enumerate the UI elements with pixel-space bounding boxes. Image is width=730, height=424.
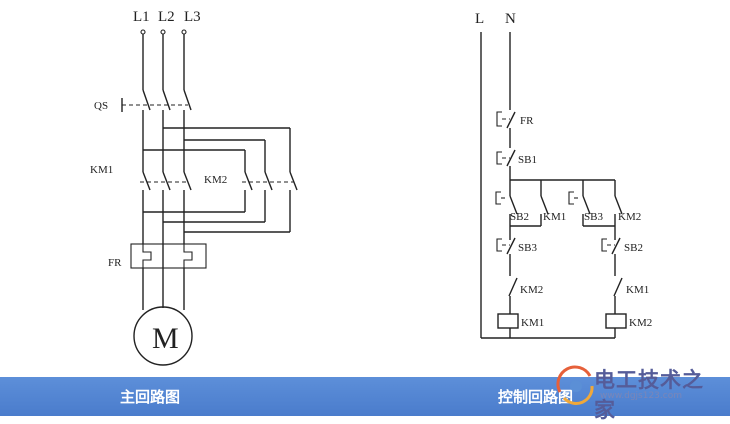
phase-label-l3: L3	[184, 9, 201, 25]
line-label-l: L	[475, 11, 484, 27]
km2-interlock-contact: KM2	[508, 277, 543, 314]
fr-overload-contact: FR	[496, 111, 534, 148]
sb2-interlock-contact: SB2	[601, 226, 643, 255]
watermark-url: www.dgjs123.com	[600, 391, 682, 401]
line-label-n: N	[505, 11, 516, 27]
km2-main-contacts	[242, 171, 298, 191]
qs-label: QS	[94, 100, 108, 112]
sb1-label: SB1	[518, 154, 537, 166]
phase-label-l1: L1	[133, 9, 150, 25]
km1-holding-contact: KM1	[540, 195, 566, 226]
logo-icon	[556, 365, 594, 405]
main-circuit: L1 L2 L3 QS KM1	[90, 9, 298, 366]
sb2-interlock-label: SB2	[624, 242, 643, 254]
motor-label: M	[152, 322, 179, 355]
watermark-logo: 电工技术之家 www.dgjs123.com	[554, 362, 722, 422]
sb2-label: SB2	[510, 211, 529, 223]
sb1-stop-button: SB1	[496, 149, 537, 167]
main-circuit-caption: 主回路图	[120, 388, 181, 406]
terminal-l2	[160, 29, 166, 35]
fr-thermal-relay	[130, 243, 207, 269]
sb2-forward-button: SB2	[495, 180, 529, 226]
qs-switch	[121, 89, 192, 112]
km2-coil-label: KM2	[629, 317, 652, 329]
km1-interlock-contact: KM1	[613, 277, 649, 314]
km2-hold-label: KM2	[618, 211, 641, 223]
km1-coil-label: KM1	[521, 317, 544, 329]
control-circuit-caption: 控制回路图	[498, 388, 574, 406]
km1-coil: KM1	[497, 313, 544, 329]
phase-label-l2: L2	[158, 9, 175, 25]
km1-hold-label: KM1	[543, 211, 566, 223]
fr-label: FR	[108, 257, 122, 269]
km1-interlock-label: KM1	[626, 284, 649, 296]
caption-bar	[0, 377, 730, 416]
fr-contact-label: FR	[520, 115, 534, 127]
terminal-l3	[181, 29, 187, 35]
control-circuit: L N FR SB1	[475, 11, 652, 339]
sb3-interlock-contact: SB3	[496, 226, 537, 255]
km1-main-contacts	[140, 171, 192, 191]
km2-label: KM2	[204, 174, 227, 186]
sb3-reverse-button: SB3	[568, 191, 603, 226]
km2-coil: KM2	[605, 313, 652, 329]
terminal-l1	[140, 29, 146, 35]
sb3-label: SB3	[584, 211, 603, 223]
km2-interlock-label: KM2	[520, 284, 543, 296]
sb3-interlock-label: SB3	[518, 242, 537, 254]
motor: M	[133, 306, 193, 366]
km1-label: KM1	[90, 164, 113, 176]
km2-holding-contact: KM2	[614, 195, 641, 226]
